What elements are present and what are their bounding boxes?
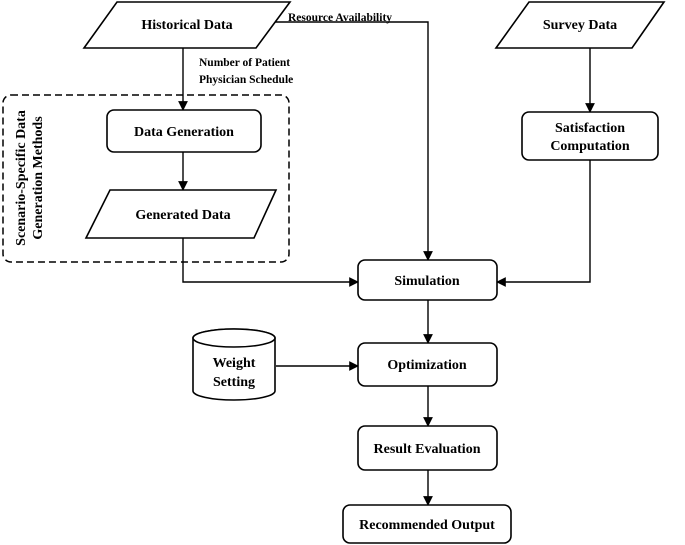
survey-data-node: Survey Data (494, 1, 666, 49)
svg-text:Scenario-Specific Data: Scenario-Specific Data (14, 110, 29, 246)
edge-satisfaction-to-simulation (496, 160, 591, 287)
weight-setting-node: Weight Setting (192, 328, 276, 401)
svg-text:Computation: Computation (550, 139, 630, 154)
svg-text:Data Generation: Data Generation (134, 125, 234, 140)
svg-text:Satisfaction: Satisfaction (555, 121, 625, 136)
group-title: Scenario-Specific Data Generation Method… (14, 110, 46, 246)
historical-data-node: Historical Data (82, 1, 292, 49)
generated-data-node: Generated Data (84, 189, 278, 239)
scenario-data-generation-group (2, 94, 290, 263)
svg-text:Result Evaluation: Result Evaluation (374, 442, 481, 457)
physician-schedule-label: Physician Schedule (199, 74, 293, 86)
number-of-patient-label: Number of Patient (199, 57, 290, 69)
svg-text:Generation Methods: Generation Methods (31, 116, 46, 240)
result-evaluation-node: Result Evaluation (357, 425, 498, 471)
resource-availability-label: Resource Availability (288, 12, 392, 24)
data-generation-node: Data Generation (106, 109, 262, 153)
simulation-node: Simulation (357, 259, 498, 301)
svg-text:Weight: Weight (213, 356, 256, 371)
edge-historical-to-simulation (268, 21, 433, 261)
satisfaction-computation-node: Satisfaction Computation (521, 111, 659, 161)
svg-text:Recommended Output: Recommended Output (359, 518, 495, 533)
optimization-node: Optimization (357, 342, 498, 387)
recommended-output-node: Recommended Output (342, 504, 512, 544)
svg-text:Survey Data: Survey Data (543, 18, 617, 33)
svg-text:Optimization: Optimization (387, 358, 467, 373)
svg-text:Setting: Setting (213, 375, 255, 390)
edge-generated-to-simulation (182, 238, 359, 287)
svg-text:Historical Data: Historical Data (141, 18, 232, 33)
svg-text:Generated Data: Generated Data (135, 208, 230, 223)
svg-text:Simulation: Simulation (394, 274, 460, 289)
